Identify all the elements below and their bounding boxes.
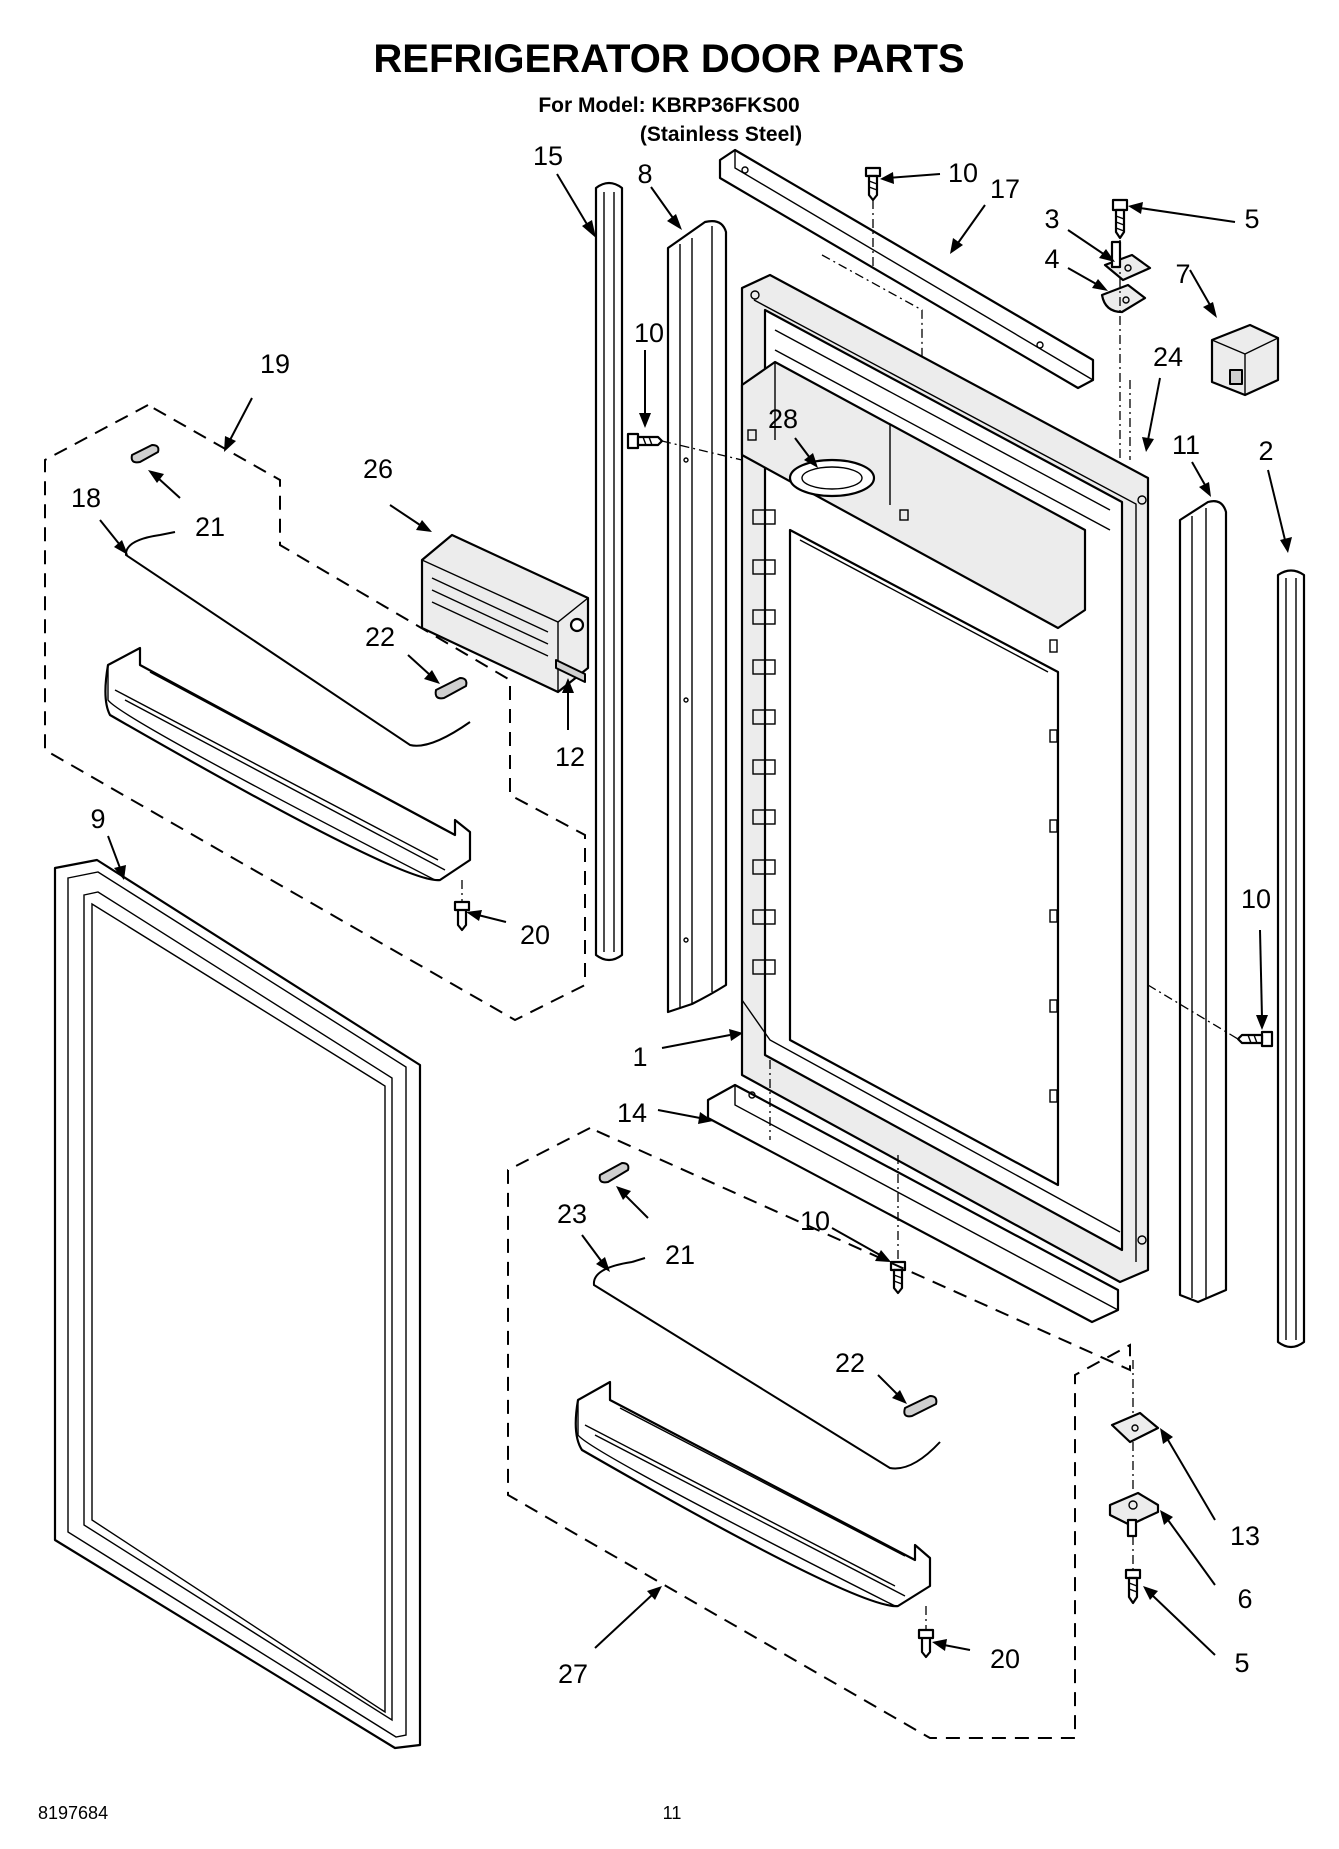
part-12-dairy-pin [555,659,586,683]
callout-26: 26 [363,454,393,484]
part-19-upper-shelf-assembly [44,404,586,1022]
callout-8: 8 [637,159,652,189]
assembly-lines [661,200,1239,1570]
part-21-upper-clip [130,444,160,464]
callout-14: 14 [617,1098,647,1128]
part-9-door-gasket [53,858,422,1750]
part-21-lower-clip [598,1162,630,1184]
part-26-dairy-door [420,533,590,694]
part-11-right-channel [1178,500,1228,1304]
callout-10-right: 10 [1241,884,1271,914]
callout-27: 27 [558,1659,588,1689]
callout-28: 28 [768,404,798,434]
part-18-shelf-bar [125,531,471,747]
part-22-upper-clip [434,677,468,700]
part-4-hinge-shim [1100,283,1147,314]
part-8-left-channel [666,220,728,1014]
page-title: REFRIGERATOR DOOR PARTS [373,37,964,81]
part-15-left-trim [594,181,624,962]
callout-10-left: 10 [634,318,664,348]
callout-21-upper: 21 [195,512,225,542]
part-6-bottom-hinge [1108,1491,1160,1538]
callout-15: 15 [533,141,563,171]
callout-13: 13 [1230,1521,1260,1551]
part-22-lower-clip [903,1395,938,1418]
callout-3: 3 [1044,204,1059,234]
part-2-right-trim [1276,569,1306,1349]
callout-2: 2 [1258,436,1273,466]
part-20-upper-screw [453,900,471,932]
callout-4: 4 [1044,244,1059,274]
callout-22-upper: 22 [365,622,395,652]
callout-23: 23 [557,1199,587,1229]
part-10-screw-top [864,166,882,202]
callout-labels: 15 8 10 17 3 5 4 7 19 10 28 24 11 2 18 2… [71,141,1274,1689]
page-number: 11 [663,1803,682,1823]
part-5-bottom-screw [1124,1568,1142,1605]
finish-line: (Stainless Steel) [640,123,802,146]
callout-18: 18 [71,483,101,513]
part-20-lower-screw [917,1628,935,1659]
part-17-top-channel [718,148,1095,390]
callout-5-top: 5 [1244,204,1259,234]
part-24-door-frame [740,273,1150,1284]
callout-20-upper: 20 [520,920,550,950]
doc-number: 8197684 [38,1803,108,1823]
callout-1: 1 [632,1042,647,1072]
callout-19: 19 [260,349,290,379]
callout-17: 17 [990,174,1020,204]
callout-10-top: 10 [948,158,978,188]
part-10-screw-right [1236,1030,1274,1048]
model-line: For Model: KBRP36FKS00 [538,94,799,117]
part-10-screw-left [626,432,664,450]
callout-21-lower: 21 [665,1240,695,1270]
callout-12: 12 [555,742,585,772]
callout-20-lower: 20 [990,1644,1020,1674]
callout-5-bottom: 5 [1234,1648,1249,1678]
callout-22-lower: 22 [835,1348,865,1378]
leader-lines [99,172,1292,1656]
callout-7: 7 [1175,259,1190,289]
part-13-hinge-shim [1110,1411,1160,1444]
callout-11: 11 [1172,430,1200,460]
part-3-top-hinge [1103,240,1152,282]
callout-24: 24 [1153,342,1183,372]
callout-10-bottom: 10 [800,1206,830,1236]
part-5-top-screw [1111,198,1129,240]
callout-6: 6 [1237,1584,1252,1614]
part-27-lower-shelf-assembly [507,1127,1131,1739]
callout-9: 9 [90,804,105,834]
part-7-hinge-cover [1210,323,1280,397]
part-23-shelf-bar [592,1257,941,1470]
